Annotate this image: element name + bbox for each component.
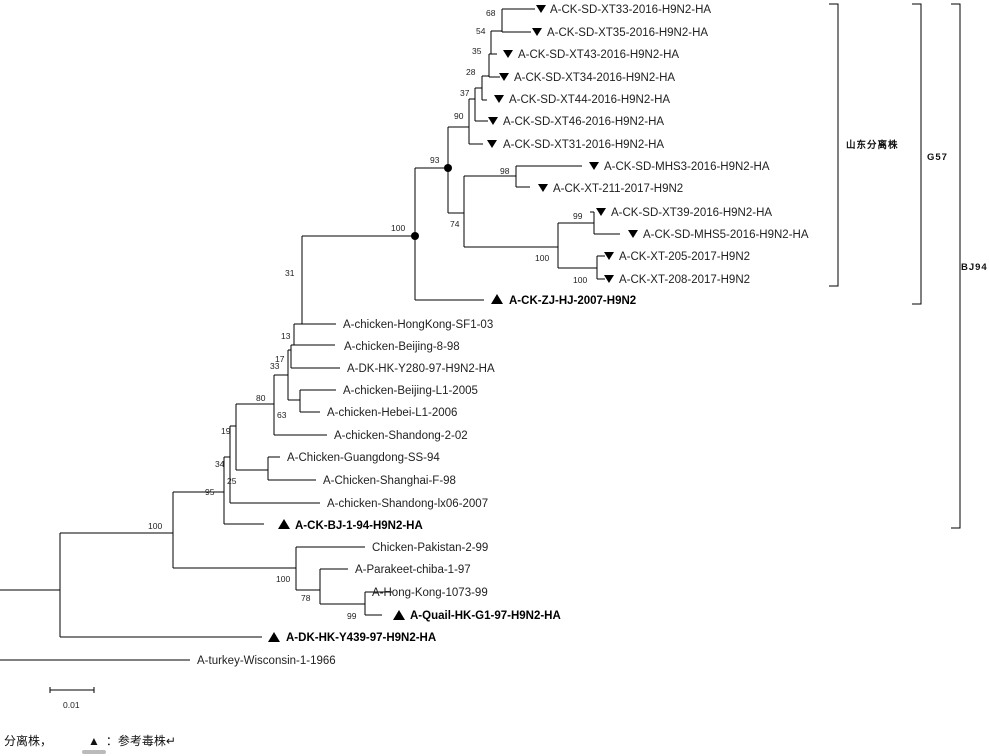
leaf-label: A-CK-SD-XT39-2016-H9N2-HA <box>611 207 772 219</box>
leaf-label: A-CK-SD-XT33-2016-H9N2-HA <box>550 4 711 16</box>
bootstrap-value: 100 <box>391 223 405 233</box>
down-triangle-icon <box>589 162 599 170</box>
legend-note: 分离株， ▲：参考毒株↵ <box>4 732 176 754</box>
up-triangle-icon: ▲ <box>82 734 106 754</box>
leaf-label: A-Chicken-Shanghai-F-98 <box>323 475 456 487</box>
leaf-label: A-chicken-Beijing-L1-2005 <box>343 385 478 397</box>
bootstrap-value: 34 <box>215 459 225 469</box>
down-triangle-icon <box>604 275 614 283</box>
bootstrap-value: 74 <box>450 219 460 229</box>
up-triangle-icon <box>491 294 503 304</box>
down-triangle-icon <box>532 28 542 36</box>
bootstrap-value: 17 <box>275 354 285 364</box>
leaf-label: A-CK-SD-MHS5-2016-H9N2-HA <box>643 229 809 241</box>
leaf-label: A-CK-BJ-1-94-H9N2-HA <box>295 520 423 532</box>
bootstrap-value: 37 <box>460 88 470 98</box>
bootstrap-value: 54 <box>476 26 486 36</box>
tree-branches <box>0 8 620 661</box>
leaf-label: A-chicken-Shandong-2-02 <box>334 430 468 442</box>
down-triangle-icon <box>628 230 638 238</box>
leaf-label: A-Parakeet-chiba-1-97 <box>355 564 471 576</box>
down-triangle-icon <box>494 95 504 103</box>
down-triangle-icon <box>596 208 606 216</box>
up-triangle-icon <box>268 632 280 642</box>
down-triangle-icon <box>487 140 497 148</box>
clade-label-shandong: 山东分离株 <box>846 139 899 151</box>
scale-bar: 0.01 <box>49 687 95 710</box>
down-triangle-icon <box>499 73 509 81</box>
down-triangle-icon <box>538 184 548 192</box>
bootstrap-value: 35 <box>472 46 482 56</box>
bootstrap-value: 100 <box>148 521 162 531</box>
shandong-bracket <box>829 3 839 287</box>
bootstrap-value: 100 <box>276 574 290 584</box>
leaf-label: Chicken-Pakistan-2-99 <box>372 542 488 554</box>
leaf-label: A-CK-SD-XT44-2016-H9N2-HA <box>509 94 670 106</box>
legend-reference-text: ：参考毒株↵ <box>105 734 176 748</box>
leaf-label: A-CK-ZJ-HJ-2007-H9N2 <box>509 295 636 307</box>
bootstrap-value: 33 <box>270 361 280 371</box>
bj94-bracket <box>951 3 961 529</box>
clade-label-g57: G57 <box>927 152 948 163</box>
leaf-label: A-chicken-HongKong-SF1-03 <box>343 319 493 331</box>
leaf-label: A-Chicken-Guangdong-SS-94 <box>287 452 440 464</box>
bootstrap-value: 99 <box>573 211 583 221</box>
down-triangle-icon <box>503 50 513 58</box>
bootstrap-value: 78 <box>301 593 311 603</box>
down-triangle-icon <box>536 5 546 13</box>
bootstrap-value: 13 <box>281 331 291 341</box>
leaf-label: A-CK-SD-XT34-2016-H9N2-HA <box>514 72 675 84</box>
bootstrap-value: 98 <box>500 166 510 176</box>
leaf-label: A-chicken-Hebei-L1-2006 <box>327 407 457 419</box>
leaf-label: A-CK-SD-MHS3-2016-H9N2-HA <box>604 161 770 173</box>
leaf-label: A-CK-SD-XT35-2016-H9N2-HA <box>547 27 708 39</box>
bootstrap-value: 63 <box>277 410 287 420</box>
leaf-label: A-Quail-HK-G1-97-H9N2-HA <box>410 610 561 622</box>
bootstrap-value: 31 <box>285 268 295 278</box>
bootstrap-value: 100 <box>535 253 549 263</box>
leaf-label: A-chicken-Shandong-lx06-2007 <box>327 498 488 510</box>
bootstrap-value: 93 <box>430 155 440 165</box>
leaf-markers <box>268 5 638 642</box>
bootstrap-value: 28 <box>466 67 476 77</box>
leaf-label: A-DK-HK-Y280-97-H9N2-HA <box>347 363 495 375</box>
node-marker <box>444 164 452 172</box>
leaf-label: A-CK-XT-208-2017-H9N2 <box>619 274 750 286</box>
bootstrap-value: 80 <box>256 393 266 403</box>
leaf-label: A-turkey-Wisconsin-1-1966 <box>197 655 336 667</box>
up-triangle-icon <box>393 610 405 620</box>
down-triangle-icon <box>488 117 498 125</box>
bootstrap-value: 25 <box>227 476 237 486</box>
bootstrap-value: 68 <box>486 8 496 18</box>
bootstrap-values: 68 54 35 28 37 90 93 98 99 100 74 100 10… <box>148 8 587 621</box>
bootstrap-value: 95 <box>205 487 215 497</box>
leaf-label: A-CK-SD-XT31-2016-H9N2-HA <box>503 139 664 151</box>
bootstrap-value: 90 <box>454 111 464 121</box>
leaf-label: A-Hong-Kong-1073-99 <box>372 587 488 599</box>
down-triangle-icon <box>604 252 614 260</box>
leaf-label: A-CK-SD-XT46-2016-H9N2-HA <box>503 116 664 128</box>
leaf-labels: A-CK-SD-XT33-2016-H9N2-HA A-CK-SD-XT35-2… <box>197 4 809 667</box>
leaf-label: A-chicken-Beijing-8-98 <box>344 341 460 353</box>
leaf-label: A-DK-HK-Y439-97-H9N2-HA <box>286 632 436 644</box>
bootstrap-value: 99 <box>347 611 357 621</box>
clade-brackets: 山东分离株 G57 BJ94 <box>829 3 988 529</box>
clade-label-bj94: BJ94 <box>961 262 988 273</box>
node-marker <box>411 232 419 240</box>
leaf-label: A-CK-XT-205-2017-H9N2 <box>619 251 750 263</box>
scale-bar-label: 0.01 <box>63 700 80 710</box>
bootstrap-value: 19 <box>221 426 231 436</box>
g57-bracket <box>912 3 922 305</box>
leaf-label: A-CK-SD-XT43-2016-H9N2-HA <box>518 49 679 61</box>
legend-isolate-text: 分离株， <box>4 734 53 748</box>
bootstrap-value: 100 <box>573 275 587 285</box>
leaf-label: A-CK-XT-211-2017-H9N2 <box>553 183 683 195</box>
up-triangle-icon <box>278 519 290 529</box>
